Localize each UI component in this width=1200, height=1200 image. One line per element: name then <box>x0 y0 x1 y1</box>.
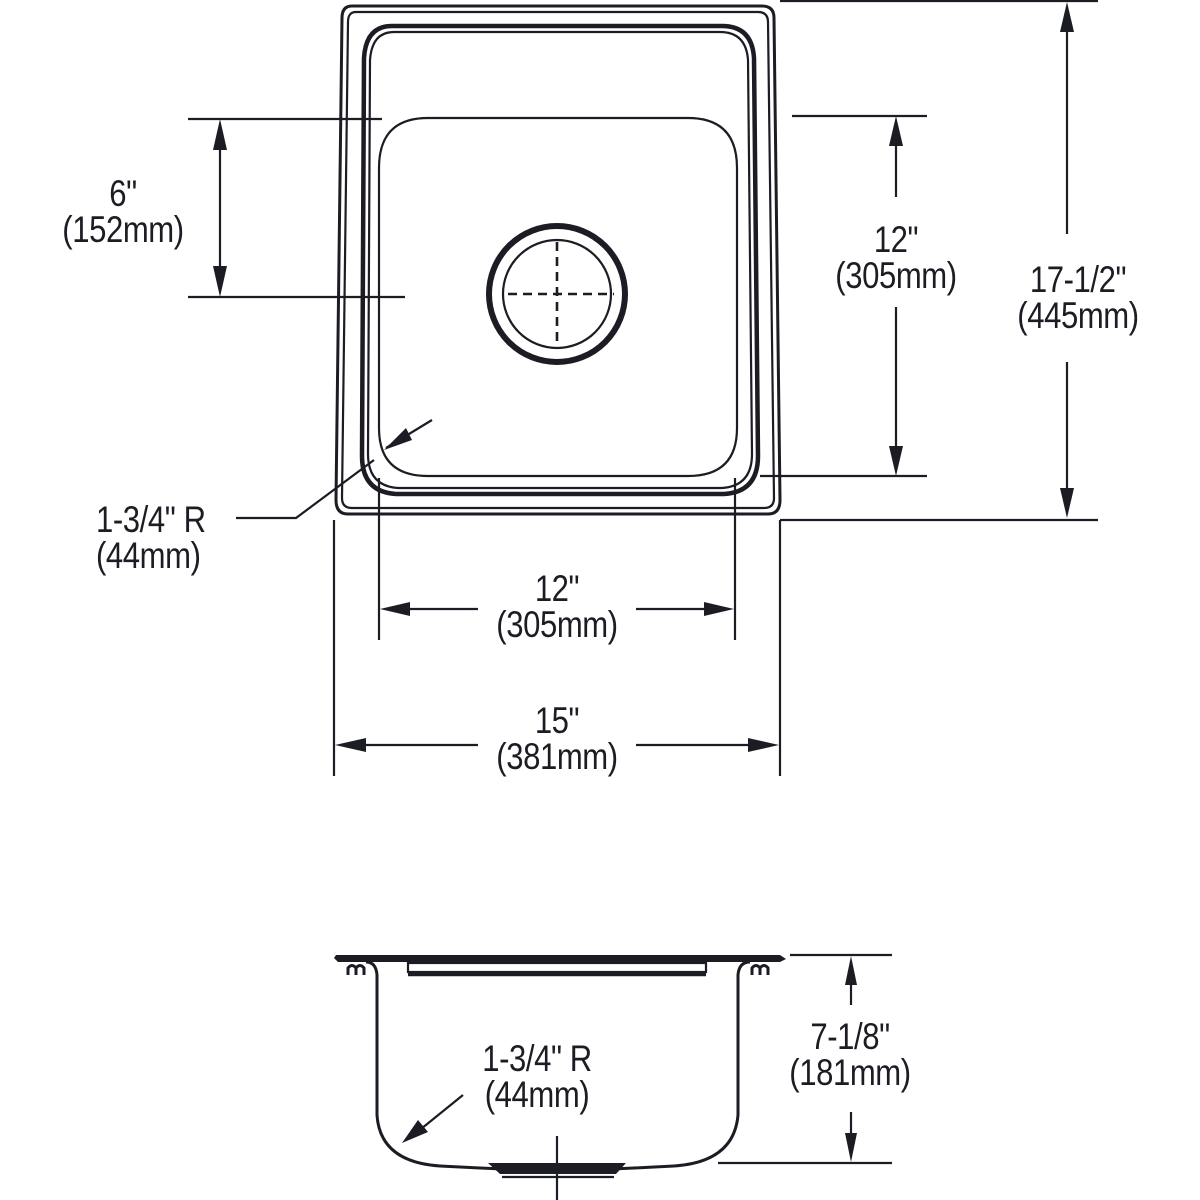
drain-offset-label: 6" (152mm) <box>52 173 195 250</box>
bowl-width-imperial: 12" <box>534 568 580 609</box>
bowl-bottom-outline <box>377 116 739 478</box>
bowl-length-metric: (305mm) <box>835 255 957 296</box>
top-view <box>188 0 1098 776</box>
arrow-down-icon <box>889 446 903 476</box>
arrow-down-icon <box>213 266 227 297</box>
bowl-rim-outline <box>359 23 761 497</box>
bowl-depth-imperial: 7-1/8" <box>810 1016 890 1057</box>
bowl-length-imperial: 12" <box>873 219 919 260</box>
bowl-width-label: 12" (305mm) <box>487 568 626 645</box>
drain-offset-metric: (152mm) <box>62 209 184 250</box>
arrow-down-icon <box>845 1133 857 1162</box>
rim-channel <box>406 961 708 974</box>
arrow-down-icon <box>1060 488 1074 518</box>
overall-length-imperial: 17-1/2" <box>1029 259 1127 300</box>
arrow-icon <box>402 1120 428 1143</box>
arrow-up-icon <box>213 119 227 150</box>
mounting-clip-right <box>750 964 770 975</box>
radius-leader-line <box>236 459 375 520</box>
bottom-radius-imperial: 1-3/4" R <box>482 1038 592 1079</box>
rim-flange <box>334 955 786 962</box>
mounting-clip-left <box>346 964 366 975</box>
bowl-depth-metric: (181mm) <box>789 1052 911 1093</box>
bottom-radius-metric: (44mm) <box>484 1074 590 1115</box>
bowl-width-metric: (305mm) <box>496 604 618 645</box>
corner-radius-metric: (44mm) <box>96 535 201 576</box>
arrow-up-icon <box>889 116 903 146</box>
bowl-rim-inner-line <box>366 30 754 490</box>
corner-radius-label: 1-3/4" R (44mm) <box>96 499 206 576</box>
arrow-right-icon <box>704 602 734 616</box>
bottom-radius-label: 1-3/4" R (44mm) <box>466 1038 609 1115</box>
outer-rim-inner-line <box>340 10 776 510</box>
arrow-left-icon <box>380 602 410 616</box>
bowl-depth-label: 7-1/8" (181mm) <box>776 1016 924 1093</box>
overall-width-imperial: 15" <box>534 700 580 741</box>
corner-radius-imperial: 1-3/4" R <box>96 499 206 540</box>
drain-offset-imperial: 6" <box>109 173 137 214</box>
arrow-up-icon <box>845 956 857 985</box>
drain-outer-ring <box>486 223 628 365</box>
overall-width-label: 15" (381mm) <box>487 700 626 777</box>
side-section-view <box>334 953 892 1200</box>
overall-length-metric: (445mm) <box>1017 295 1139 336</box>
bowl-length-label: 12" (305mm) <box>822 219 970 296</box>
arrow-left-icon <box>335 738 366 752</box>
overall-width-metric: (381mm) <box>496 736 618 777</box>
arrow-icon <box>384 428 412 450</box>
outer-rim-outline <box>334 4 782 516</box>
drain-inner-ring <box>501 238 613 350</box>
overall-length-label: 17-1/2" (445mm) <box>1004 259 1152 336</box>
arrow-right-icon <box>748 738 779 752</box>
arrow-up-icon <box>1060 2 1074 32</box>
